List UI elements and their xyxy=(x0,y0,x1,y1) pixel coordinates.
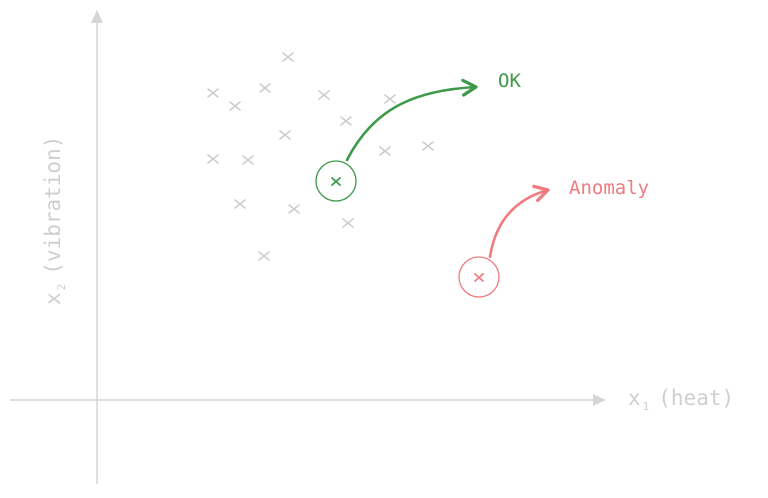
data-point-cross-icon xyxy=(229,101,241,111)
y-axis-arrow-icon xyxy=(91,10,103,23)
ok-point xyxy=(315,160,357,202)
x-axis-arrow-icon xyxy=(593,394,606,406)
y-axis-label-var: x xyxy=(41,292,65,305)
x-axis-label-var: x xyxy=(628,386,641,410)
normal-points-cluster xyxy=(207,52,434,261)
data-point-cross-icon xyxy=(258,251,270,261)
data-point-cross-icon xyxy=(279,130,291,140)
anomaly-cross-icon xyxy=(474,273,484,282)
data-point-cross-icon xyxy=(342,218,354,228)
data-point-cross-icon xyxy=(207,154,219,164)
data-point-cross-icon xyxy=(340,116,352,126)
data-point-cross-icon xyxy=(234,199,246,209)
data-point-cross-icon xyxy=(288,204,300,214)
anomaly-point xyxy=(458,256,500,298)
y-axis-label-subscript: 2 xyxy=(55,284,68,291)
data-point-cross-icon xyxy=(422,141,434,151)
data-point-cross-icon xyxy=(379,146,391,156)
anomaly-label: Anomaly xyxy=(569,177,649,199)
anomaly-arrow-icon xyxy=(488,184,550,259)
data-point-cross-icon xyxy=(282,52,294,62)
data-point-cross-icon xyxy=(259,83,271,93)
x-axis-label-suffix: (heat) xyxy=(658,386,734,410)
ok-label: OK xyxy=(498,70,521,92)
data-point-cross-icon xyxy=(384,94,396,104)
ok-cross-icon xyxy=(331,177,341,186)
ok-arrow-icon xyxy=(345,78,478,162)
data-point-cross-icon xyxy=(207,88,219,98)
data-point-cross-icon xyxy=(318,90,330,100)
data-point-cross-icon xyxy=(242,155,254,165)
y-axis-label: x2 (vibration) xyxy=(41,136,68,305)
y-axis-label-suffix: (vibration) xyxy=(41,136,65,275)
x-axis-label-subscript: 1 xyxy=(643,400,650,413)
ok-highlight-circle-icon xyxy=(315,160,357,202)
anomaly-highlight-circle-icon xyxy=(458,256,500,298)
